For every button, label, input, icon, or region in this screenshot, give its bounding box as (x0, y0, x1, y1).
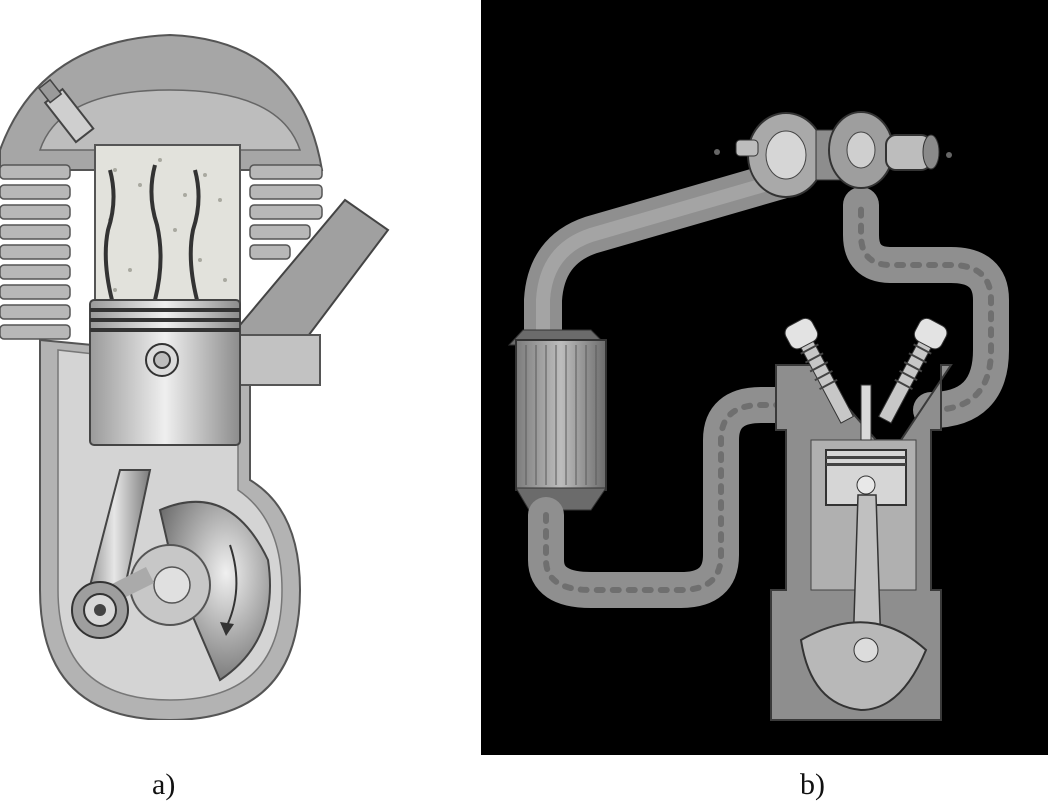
rotation-arrow-icon (224, 544, 238, 631)
crankshaft-counterweight (158, 500, 271, 682)
transfer-port (237, 334, 321, 386)
caption-b: b) (800, 768, 825, 801)
engine-spark-plug (860, 384, 872, 441)
turbocharged-engine-diagram (481, 0, 1048, 755)
cooling-fins-left (0, 164, 71, 340)
exhaust-pipe (843, 187, 1009, 428)
spark-plug (38, 78, 95, 144)
crank-pin (71, 581, 129, 639)
intercooler (507, 329, 608, 511)
piston (89, 299, 241, 446)
intake-valve (784, 317, 854, 424)
cooling-fins-right (249, 164, 323, 260)
engine-block (770, 317, 953, 721)
two-stroke-engine-diagram (0, 30, 395, 720)
engine-crankshaft (799, 621, 928, 712)
turbocharger (714, 111, 952, 198)
combustion-chamber (94, 144, 241, 306)
intake-pipe-upper (524, 161, 800, 359)
caption-a: a) (152, 768, 176, 801)
exhaust-valve (878, 317, 948, 424)
